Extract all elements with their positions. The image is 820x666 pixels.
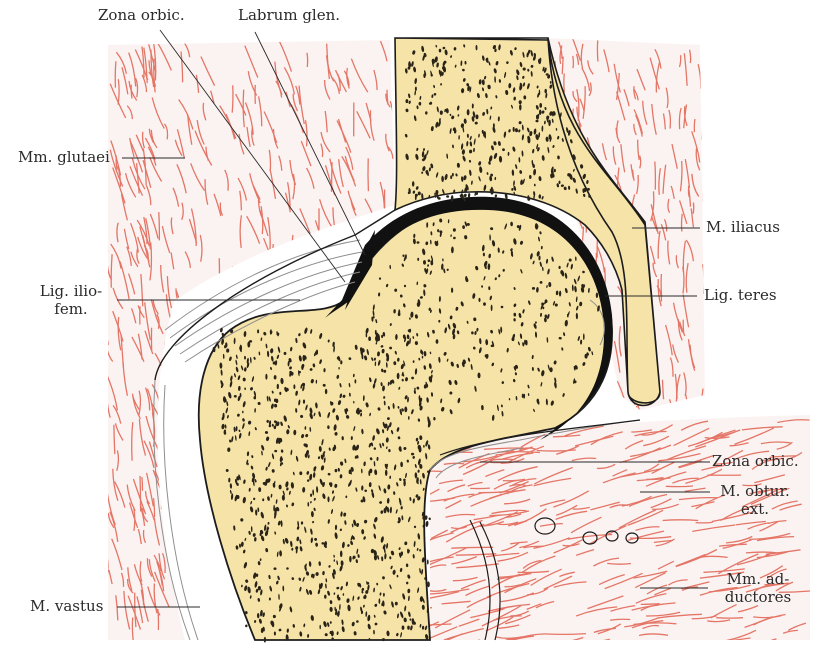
label-lig-iliofem: Lig. ilio- fem. (24, 282, 118, 318)
label-zona-orbic-top: Zona orbic. (98, 6, 185, 24)
label-m-vastus: M. vastus (30, 597, 103, 615)
label-lig-iliofem-line1: Lig. ilio- (24, 282, 118, 300)
label-mm-glutaei: Mm. glutaei (18, 148, 110, 166)
label-m-iliacus: M. iliacus (706, 218, 780, 236)
label-mm-add-line2: ductores (710, 588, 806, 606)
label-mm-adductores: Mm. ad- ductores (710, 570, 806, 606)
label-m-obtur-ext: M. obtur. ext. (712, 482, 798, 518)
label-lig-teres: Lig. teres (704, 286, 777, 304)
label-m-obtur-line2: ext. (712, 500, 798, 518)
label-labrum-glen: Labrum glen. (238, 6, 340, 24)
label-zona-orbic-right: Zona orbic. (712, 452, 799, 470)
label-m-obtur-line1: M. obtur. (712, 482, 798, 500)
label-lig-iliofem-line2: fem. (24, 300, 118, 318)
label-mm-add-line1: Mm. ad- (710, 570, 806, 588)
